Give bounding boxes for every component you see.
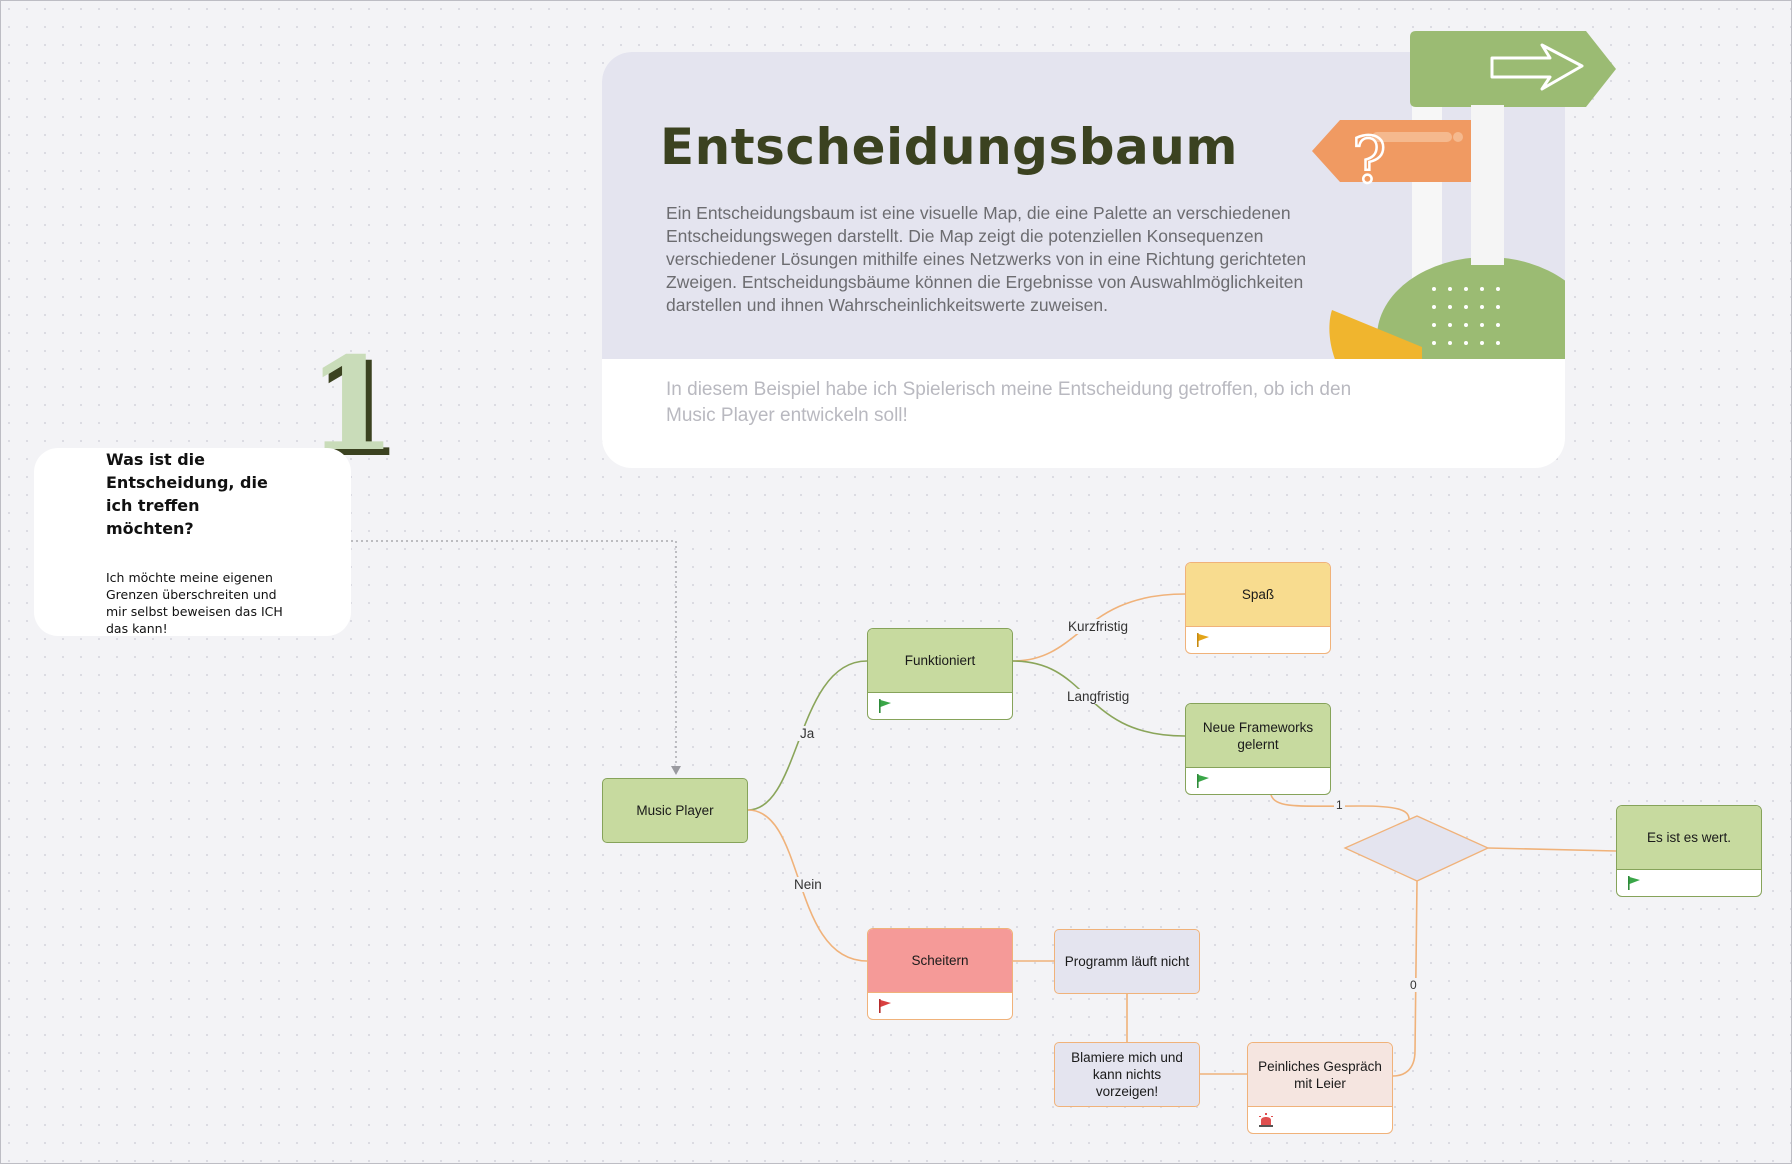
node-label-box: Funktioniert: [868, 629, 1012, 693]
node-wert[interactable]: Es ist es wert.: [1616, 805, 1762, 897]
example-text: In diesem Beispiel habe ich Spielerisch …: [666, 379, 1352, 426]
node-label: Music Player: [636, 803, 714, 818]
yellow-flag-icon: [1197, 633, 1209, 647]
decision-card: Was ist die Entscheidung, die ich treffe…: [34, 448, 351, 636]
edge-label-one: 1: [1334, 798, 1345, 812]
decision-text: Ich möchte meine eigenen Grenzen übersch…: [106, 570, 283, 636]
node-spass[interactable]: Spaß: [1185, 562, 1331, 654]
header-card: Entscheidungsbaum Ein Entscheidungsbaum …: [602, 52, 1565, 468]
node-label-box: Neue Frameworks gelernt: [1186, 704, 1330, 768]
node-label: Peinliches Gespräch mit Leier: [1258, 1058, 1382, 1091]
node-label: Funktioniert: [904, 653, 976, 668]
node-funktioniert[interactable]: Funktioniert: [867, 628, 1013, 720]
node-label: Blamiere mich und kann nichts vorzeigen!: [1071, 1050, 1183, 1099]
yellow-shape: [1329, 310, 1422, 359]
node-label: Programm läuft nicht: [1064, 954, 1190, 969]
step-number: 1: [307, 330, 397, 480]
red-flag-icon: [879, 999, 891, 1013]
green-flag-icon: [1197, 774, 1209, 788]
node-peinlich[interactable]: Peinliches Gespräch mit Leier: [1247, 1042, 1393, 1134]
node-label-box: Spaß: [1186, 563, 1330, 627]
node-label: Spaß: [1241, 587, 1275, 602]
arrow-right-icon: [1490, 43, 1584, 91]
question-icon: ?: [1352, 124, 1386, 198]
siren-icon: [1259, 1113, 1273, 1127]
node-label: Es ist es wert.: [1646, 830, 1732, 845]
signpost-pole: [1471, 105, 1504, 265]
node-programm[interactable]: Programm läuft nicht: [1054, 929, 1200, 994]
edge-label-kurzfristig: Kurzfristig: [1066, 619, 1131, 634]
orange-sign: [1312, 120, 1478, 182]
edge-label-ja: Ja: [798, 726, 817, 741]
edge-diamond-wert: [1487, 847, 1617, 852]
node-label-box: Scheitern: [868, 929, 1012, 993]
edge-label-nein: Nein: [792, 877, 824, 892]
edge-one: [1270, 794, 1410, 820]
page-title: Entscheidungsbaum: [660, 118, 1238, 176]
dotted-link-arrow: [671, 766, 681, 775]
node-label-box: Es ist es wert.: [1617, 806, 1761, 870]
node-blamiere[interactable]: Blamiere mich und kann nichts vorzeigen!: [1054, 1042, 1200, 1107]
decision-title: Was ist die Entscheidung, die ich treffe…: [106, 450, 268, 538]
green-arrow-sign: [1410, 31, 1616, 107]
green-hill: [1377, 257, 1565, 359]
decision-diamond: [1343, 815, 1490, 882]
edge-label-langfristig: Langfristig: [1065, 689, 1132, 704]
dotted-link: [351, 540, 677, 771]
edge-zero: [1392, 880, 1418, 1077]
header-banner: Entscheidungsbaum Ein Entscheidungsbaum …: [602, 52, 1565, 359]
edge-label-zero: 0: [1408, 978, 1419, 992]
node-label: Neue Frameworks gelernt: [1202, 719, 1314, 752]
green-flag-icon: [879, 699, 891, 713]
header-description: Ein Entscheidungsbaum ist eine visuelle …: [666, 203, 1307, 315]
green-flag-icon: [1628, 876, 1640, 890]
node-frameworks[interactable]: Neue Frameworks gelernt: [1185, 703, 1331, 795]
node-label-box: Peinliches Gespräch mit Leier: [1248, 1043, 1392, 1107]
node-music-player[interactable]: Music Player: [602, 778, 748, 843]
node-scheitern[interactable]: Scheitern: [867, 928, 1013, 1020]
node-label: Scheitern: [911, 953, 969, 968]
